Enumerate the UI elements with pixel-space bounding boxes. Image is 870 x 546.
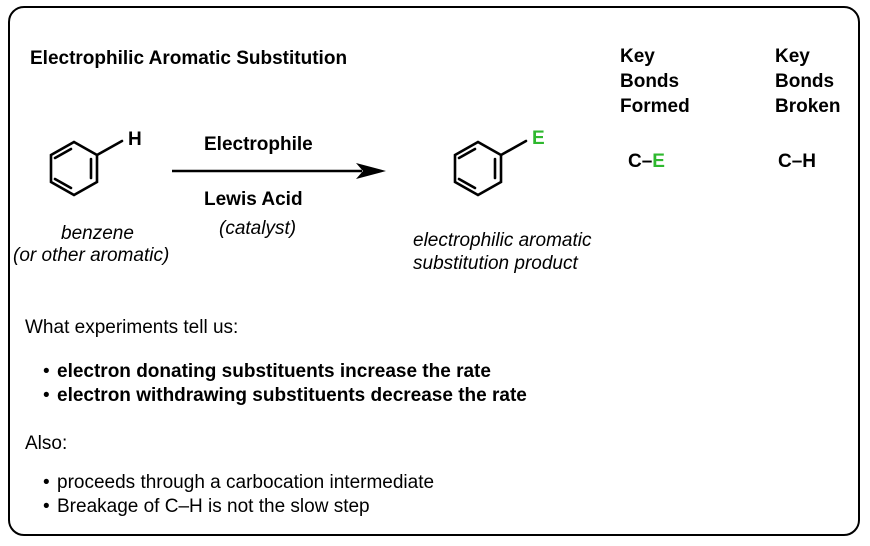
list-item: • electron withdrawing substituents decre… — [43, 384, 527, 408]
header-line: Broken — [775, 96, 841, 117]
bond-formed-prefix: C– — [628, 151, 653, 172]
bullet: • — [43, 472, 50, 493]
reactant-name: benzene — [61, 223, 134, 244]
also-heading: Also: — [25, 433, 68, 454]
diagram-frame — [8, 6, 860, 536]
bullet: • — [43, 361, 50, 382]
bond-broken: C–H — [778, 151, 817, 172]
catalyst-label: Lewis Acid — [204, 189, 303, 210]
list-item: • Breakage of C–H is not the slow step — [43, 495, 434, 519]
header-line: Formed — [620, 96, 690, 117]
bullet: • — [43, 496, 50, 517]
header-line: Key — [620, 46, 655, 67]
list-item: • electron donating substituents increase… — [43, 360, 527, 384]
reactant-note: (or other aromatic) — [13, 245, 170, 266]
diagram-title: Electrophilic Aromatic Substitution — [30, 48, 348, 69]
list-item-text: proceeds through a carbocation intermedi… — [57, 472, 435, 493]
key-bonds-formed-header: Key Bonds Formed — [620, 44, 690, 119]
catalyst-note: (catalyst) — [219, 218, 297, 239]
experiments-list: • electron donating substituents increase… — [43, 360, 527, 408]
header-line: Key — [775, 46, 810, 67]
list-item-text: electron withdrawing substituents decrea… — [57, 385, 527, 406]
product-name-line1: electrophilic aromatic — [413, 230, 592, 251]
reagent-label: Electrophile — [204, 134, 313, 155]
list-item-text: electron donating substituents increase … — [57, 361, 491, 382]
product-name-line2: substitution product — [413, 253, 578, 274]
product-e-atom: E — [532, 128, 545, 149]
experiments-heading: What experiments tell us: — [25, 317, 239, 338]
bullet: • — [43, 385, 50, 406]
header-line: Bonds — [620, 71, 680, 92]
reactant-h-atom: H — [128, 129, 142, 150]
list-item-text: Breakage of C–H is not the slow step — [57, 496, 370, 517]
list-item: • proceeds through a carbocation intermed… — [43, 471, 434, 495]
benzene-structure — [49, 139, 124, 197]
product-structure — [453, 139, 528, 197]
key-bonds-broken-header: Key Bonds Broken — [775, 44, 840, 119]
reaction-arrow — [172, 163, 386, 179]
also-list: • proceeds through a carbocation intermed… — [43, 471, 434, 519]
bond-formed-atom: E — [652, 151, 665, 172]
bond-formed: C–E — [628, 151, 665, 173]
header-line: Bonds — [775, 71, 835, 92]
